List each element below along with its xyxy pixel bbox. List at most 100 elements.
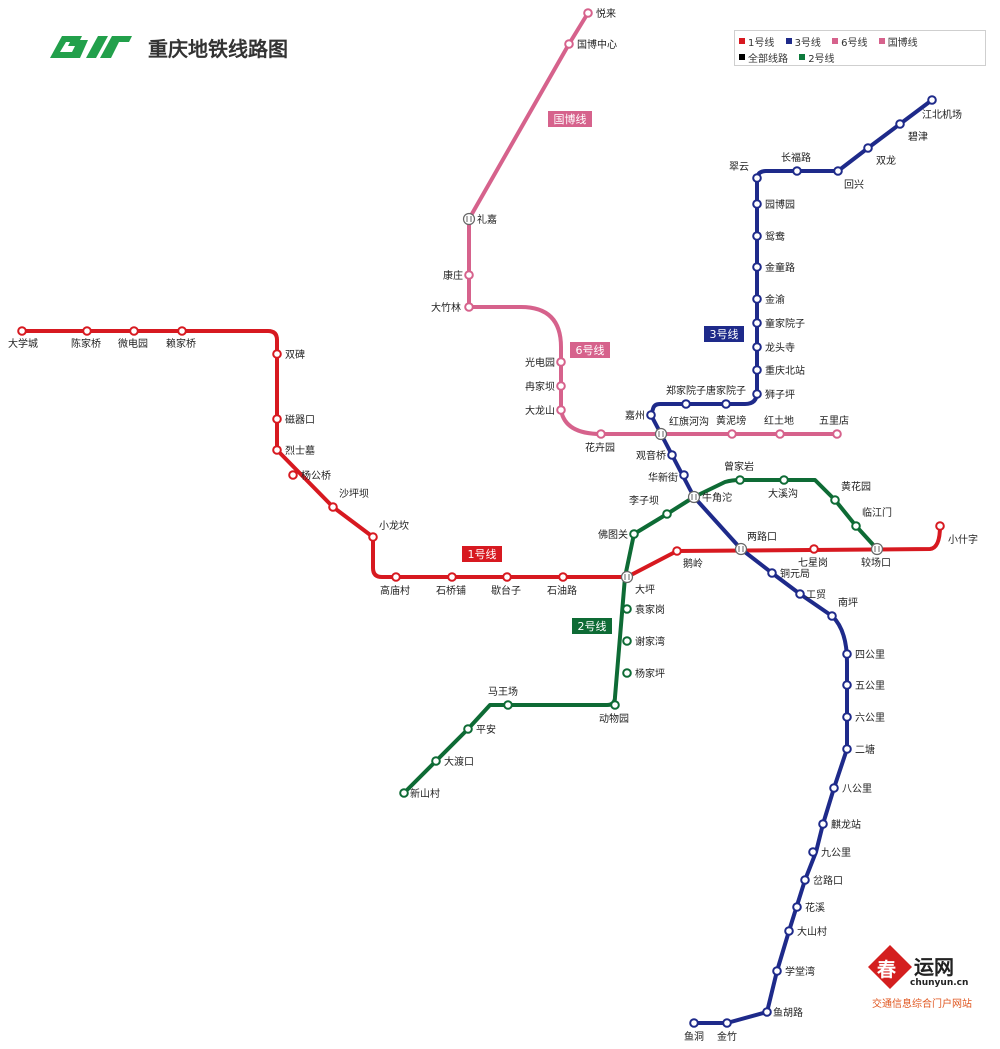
legend-line-6[interactable]: 6号线 <box>832 33 868 49</box>
station-label[interactable]: 狮子坪 <box>765 388 795 401</box>
station-label[interactable]: 大坪 <box>635 583 655 596</box>
station-label[interactable]: 鸳鸯 <box>765 230 785 243</box>
station-dot[interactable] <box>800 875 810 885</box>
station-label[interactable]: 二塘 <box>855 743 875 756</box>
station-dot[interactable] <box>752 231 762 241</box>
station-label[interactable]: 金童路 <box>765 261 795 274</box>
station-dot[interactable] <box>556 405 566 415</box>
station-label[interactable]: 双碑 <box>285 348 305 361</box>
station-dot[interactable] <box>752 365 762 375</box>
station-dot[interactable] <box>792 902 802 912</box>
station-dot[interactable] <box>177 326 187 336</box>
station-dot[interactable] <box>583 8 593 18</box>
station-label[interactable]: 平安 <box>476 723 496 736</box>
station-label[interactable]: 回兴 <box>844 179 864 191</box>
station-dot[interactable] <box>779 475 789 485</box>
station-label[interactable]: 双龙 <box>876 154 896 167</box>
station-dot[interactable] <box>463 724 473 734</box>
station-label[interactable]: 马王场 <box>488 685 518 698</box>
station-label[interactable]: 大竹林 <box>431 301 461 314</box>
station-dot[interactable] <box>842 712 852 722</box>
station-label[interactable]: 鱼胡路 <box>773 1006 803 1019</box>
station-dot[interactable] <box>556 357 566 367</box>
station-dot[interactable] <box>272 349 282 359</box>
station-dot[interactable] <box>662 509 672 519</box>
transfer-station-icon[interactable] <box>654 427 668 441</box>
station-dot[interactable] <box>646 410 656 420</box>
station-label[interactable]: 杨家坪 <box>635 667 665 680</box>
station-label[interactable]: 六公里 <box>855 712 885 724</box>
station-dot[interactable] <box>772 966 782 976</box>
station-dot[interactable] <box>447 572 457 582</box>
station-label[interactable]: 红旗河沟 <box>669 415 709 428</box>
station-dot[interactable] <box>622 636 632 646</box>
station-label[interactable]: 康庄 <box>443 269 463 282</box>
station-label[interactable]: 碧津 <box>908 131 928 143</box>
station-dot[interactable] <box>727 429 737 439</box>
station-dot[interactable] <box>827 611 837 621</box>
station-label[interactable]: 谢家湾 <box>635 635 665 648</box>
station-dot[interactable] <box>328 502 338 512</box>
station-label[interactable]: 磁器口 <box>285 413 315 426</box>
station-dot[interactable] <box>622 604 632 614</box>
station-label[interactable]: 工贸 <box>806 589 826 601</box>
station-dot[interactable] <box>288 470 298 480</box>
station-dot[interactable] <box>596 429 606 439</box>
station-dot[interactable] <box>752 294 762 304</box>
transfer-station-icon[interactable] <box>687 490 701 504</box>
station-dot[interactable] <box>629 529 639 539</box>
station-label[interactable]: 园博园 <box>765 198 795 211</box>
station-dot[interactable] <box>622 668 632 678</box>
station-label[interactable]: 嘉州 <box>625 409 645 422</box>
station-label[interactable]: 较场口 <box>861 556 891 569</box>
legend-all-lines[interactable]: 全部线路 <box>739 49 788 65</box>
station-label[interactable]: 江北机场 <box>922 108 962 121</box>
station-dot[interactable] <box>833 166 843 176</box>
station-dot[interactable] <box>808 847 818 857</box>
station-label[interactable]: 杨公桥 <box>301 469 331 482</box>
station-dot[interactable] <box>927 95 937 105</box>
station-label[interactable]: 新山村 <box>410 787 440 800</box>
station-dot[interactable] <box>752 199 762 209</box>
transfer-station-icon[interactable] <box>734 542 748 556</box>
station-label[interactable]: 两路口 <box>747 530 777 543</box>
station-dot[interactable] <box>895 119 905 129</box>
station-label[interactable]: 花溪 <box>805 901 825 914</box>
transfer-station-icon[interactable] <box>620 570 634 584</box>
station-dot[interactable] <box>735 475 745 485</box>
station-label[interactable]: 五里店 <box>819 414 849 427</box>
station-dot[interactable] <box>851 521 861 531</box>
station-dot[interactable] <box>795 589 805 599</box>
station-dot[interactable] <box>722 1018 732 1028</box>
station-dot[interactable] <box>832 429 842 439</box>
station-label[interactable]: 铜元局 <box>780 568 810 580</box>
station-dot[interactable] <box>809 544 819 554</box>
transfer-station-icon[interactable] <box>462 212 476 226</box>
station-dot[interactable] <box>464 270 474 280</box>
station-label[interactable]: 大溪沟 <box>768 487 798 500</box>
station-dot[interactable] <box>129 326 139 336</box>
station-dot[interactable] <box>556 381 566 391</box>
station-label[interactable]: 歇台子 <box>491 584 521 597</box>
station-label[interactable]: 袁家岗 <box>635 603 665 616</box>
station-label[interactable]: 黄花园 <box>841 480 871 493</box>
station-label[interactable]: 大龙山 <box>525 404 555 417</box>
station-label[interactable]: 长福路 <box>781 151 811 164</box>
station-dot[interactable] <box>82 326 92 336</box>
station-label[interactable]: 黄泥塝 <box>716 414 746 427</box>
station-dot[interactable] <box>503 700 513 710</box>
station-dot[interactable] <box>818 819 828 829</box>
station-label[interactable]: 高庙村 <box>380 584 410 597</box>
station-dot[interactable] <box>762 1007 772 1017</box>
station-label[interactable]: 五公里 <box>855 680 885 692</box>
station-dot[interactable] <box>842 649 852 659</box>
station-label[interactable]: 临江门 <box>862 506 892 519</box>
station-label[interactable]: 李子坝 <box>629 494 659 507</box>
station-label[interactable]: 小什字 <box>948 533 978 546</box>
station-dot[interactable] <box>784 926 794 936</box>
station-label[interactable]: 冉家坝 <box>525 380 555 393</box>
station-label[interactable]: 大学城 <box>8 337 38 350</box>
legend-line-2[interactable]: 2号线 <box>799 49 835 65</box>
station-label[interactable]: 八公里 <box>842 783 872 795</box>
station-label[interactable]: 鹅岭 <box>683 557 703 570</box>
